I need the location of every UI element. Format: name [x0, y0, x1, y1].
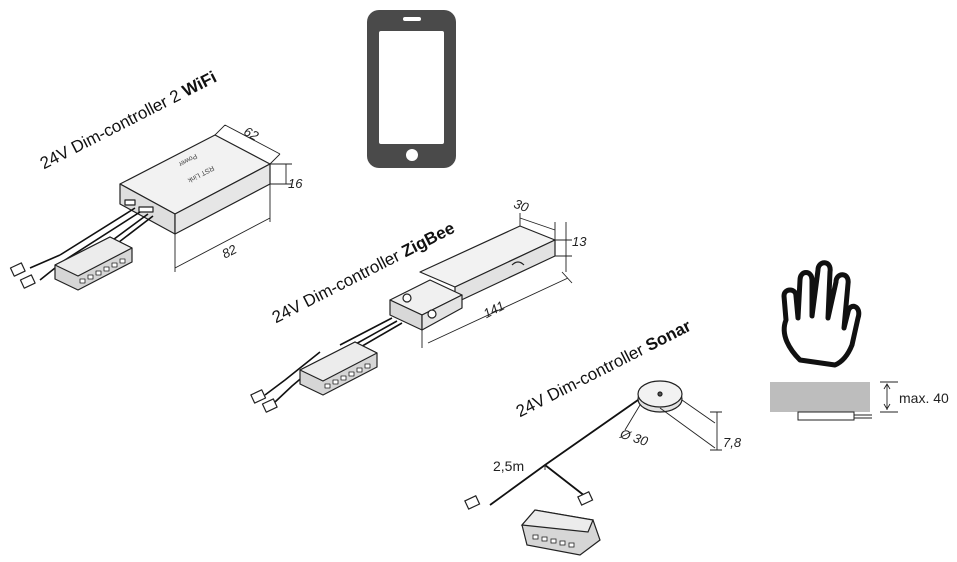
smartphone-icon: [367, 10, 456, 168]
hand-icon: [781, 260, 862, 368]
wifi-dim-height: 16: [288, 176, 303, 191]
zigbee-dim-height: 13: [572, 234, 587, 249]
sonar-controller: [464, 380, 722, 556]
shelf: [770, 381, 898, 421]
sonar-dim-cable: 2,5m: [493, 458, 525, 474]
wifi-controller: [9, 124, 292, 291]
zigbee-controller: [250, 213, 573, 413]
sonar-dim-height: 7,8: [723, 435, 742, 450]
sensor-range-label: max. 40: [899, 390, 949, 406]
